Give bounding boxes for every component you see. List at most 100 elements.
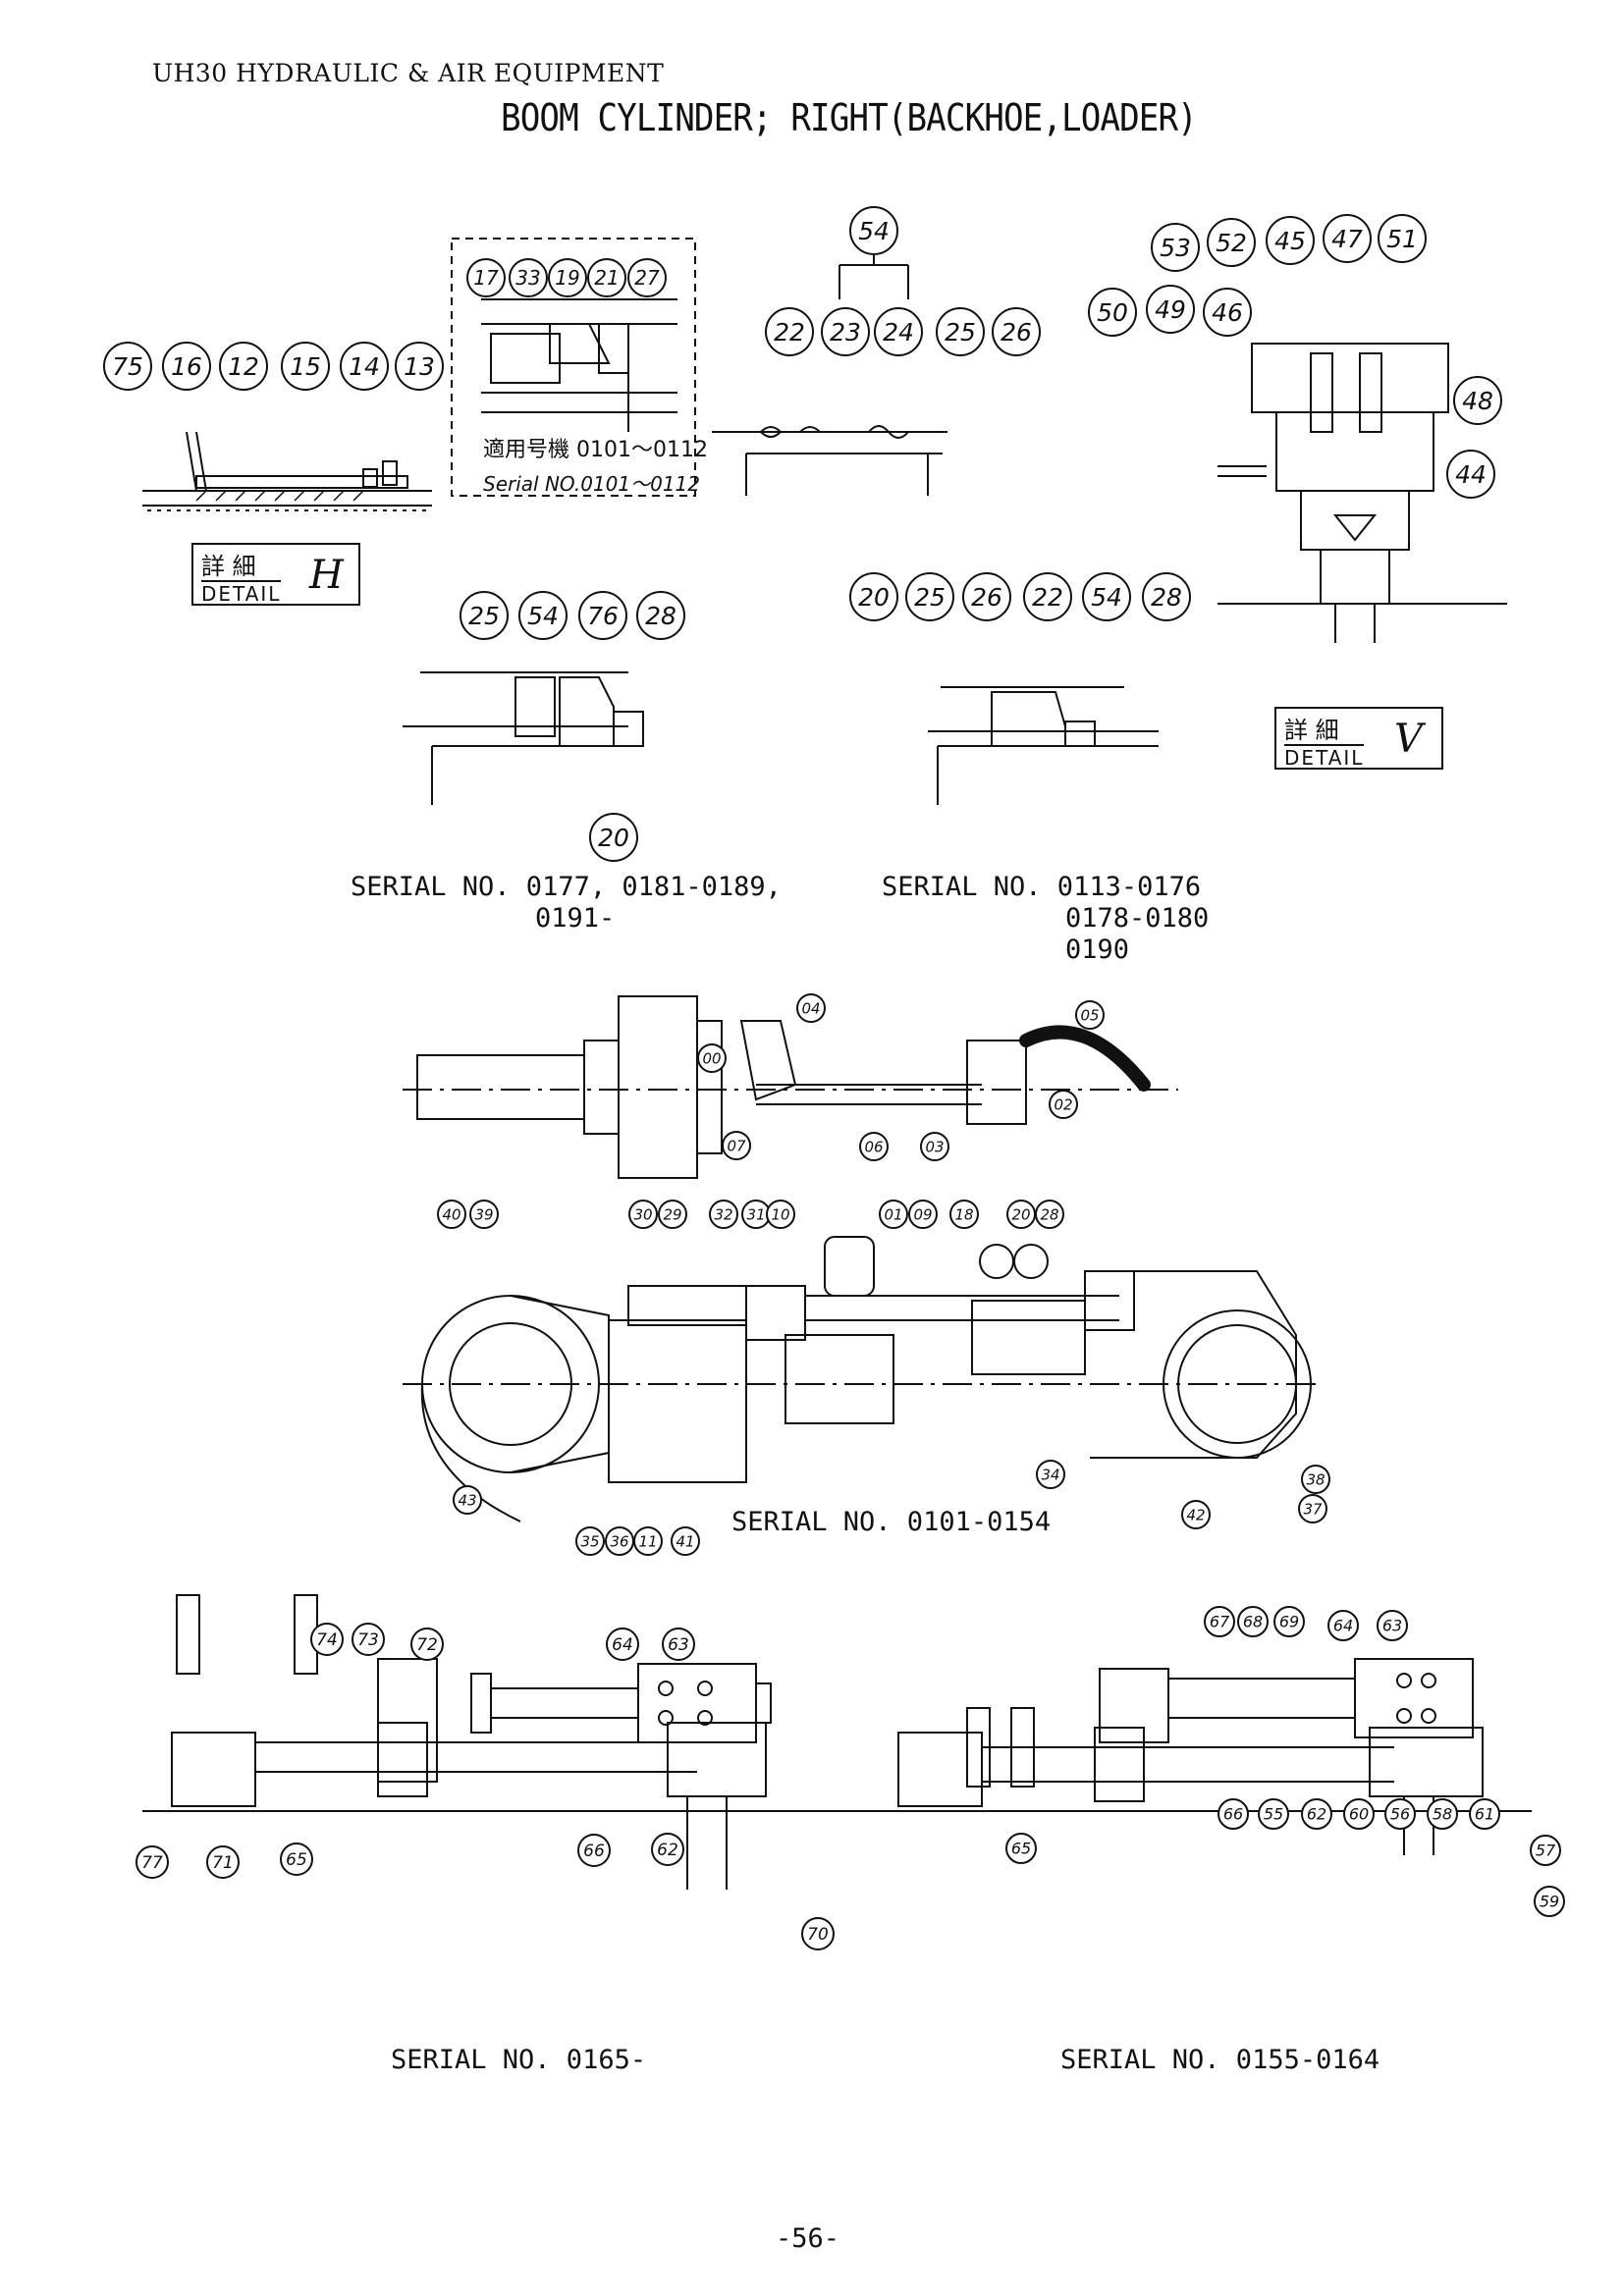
callout-bottom-left-71: 71 xyxy=(206,1845,240,1879)
callout-main-lower-32: 32 xyxy=(709,1200,738,1229)
callout-detail-v-52: 52 xyxy=(1207,218,1256,267)
serial-label-2b: 0178-0180 xyxy=(1065,903,1210,934)
callout-bottom-right-60: 60 xyxy=(1343,1798,1375,1830)
svg-text:15: 15 xyxy=(290,352,321,381)
assembly-bottom-left xyxy=(142,1594,884,1890)
svg-text:49: 49 xyxy=(1155,295,1186,324)
callout-inset-19: 19 xyxy=(548,258,587,297)
inset-frame xyxy=(451,238,696,497)
callout-main-lower-01: 01 xyxy=(879,1200,908,1229)
svg-text:20: 20 xyxy=(598,824,629,852)
svg-text:54: 54 xyxy=(1091,583,1122,612)
page-title: BOOM CYLINDER; RIGHT(BACKHOE,LOADER) xyxy=(501,96,1198,139)
svg-text:36: 36 xyxy=(610,1532,628,1550)
callout-bottom-right-66: 66 xyxy=(1217,1798,1249,1830)
detail-h-letter: H xyxy=(309,553,344,598)
svg-text:77: 77 xyxy=(141,1853,163,1873)
svg-text:29: 29 xyxy=(663,1205,681,1223)
callout-mid-right-28: 28 xyxy=(1142,572,1191,621)
svg-text:38: 38 xyxy=(1306,1470,1325,1488)
svg-text:22: 22 xyxy=(1032,583,1063,612)
svg-text:25: 25 xyxy=(945,318,976,347)
callout-main-lower-28: 28 xyxy=(1035,1200,1064,1229)
serial-label-4: SERIAL NO. 0165- xyxy=(391,2045,647,2075)
svg-text:51: 51 xyxy=(1386,225,1418,253)
callout-main-lower-36: 36 xyxy=(605,1526,634,1556)
svg-text:27: 27 xyxy=(634,266,660,290)
svg-text:26: 26 xyxy=(1001,318,1032,347)
serial-label-3: SERIAL NO. 0101-0154 xyxy=(731,1507,1052,1537)
callout-bottom-left-70: 70 xyxy=(801,1917,835,1950)
callout-main-lower-31: 31 xyxy=(741,1200,771,1229)
callout-main-upper-00: 00 xyxy=(697,1043,727,1073)
callout-bottom-right-59: 59 xyxy=(1534,1886,1565,1917)
callout-bottom-right-61: 61 xyxy=(1469,1798,1500,1830)
callout-bottom-left-63: 63 xyxy=(662,1628,695,1661)
callout-bottom-left-77: 77 xyxy=(135,1845,169,1879)
callout-main-lower-20: 20 xyxy=(1006,1200,1036,1229)
document-header: UH30 HYDRAULIC & AIR EQUIPMENT xyxy=(152,59,665,87)
svg-text:25: 25 xyxy=(914,583,946,612)
callout-mid-right-25: 25 xyxy=(905,572,954,621)
svg-text:28: 28 xyxy=(1151,583,1182,612)
svg-text:63: 63 xyxy=(1382,1617,1402,1635)
callout-main-lower-34: 34 xyxy=(1036,1460,1065,1489)
callout-mid-left-20: 20 xyxy=(589,813,638,862)
callout-detail-h-12: 12 xyxy=(219,342,268,391)
svg-text:40: 40 xyxy=(442,1205,460,1223)
svg-text:53: 53 xyxy=(1160,234,1191,262)
svg-text:54: 54 xyxy=(858,217,890,245)
svg-text:34: 34 xyxy=(1041,1466,1059,1483)
callout-main-lower-35: 35 xyxy=(575,1526,605,1556)
svg-text:19: 19 xyxy=(555,266,579,290)
svg-text:74: 74 xyxy=(316,1630,338,1650)
callout-detail-h-15: 15 xyxy=(281,342,330,391)
callout-bottom-right-62: 62 xyxy=(1301,1798,1332,1830)
svg-text:63: 63 xyxy=(668,1635,689,1655)
svg-text:01: 01 xyxy=(884,1205,902,1223)
svg-text:57: 57 xyxy=(1536,1842,1556,1860)
svg-text:43: 43 xyxy=(458,1491,476,1509)
svg-text:12: 12 xyxy=(228,352,259,381)
callout-bottom-left-72: 72 xyxy=(410,1628,444,1661)
callout-top-seal-22: 22 xyxy=(765,307,814,356)
callout-mid-left-54: 54 xyxy=(518,591,568,640)
svg-text:23: 23 xyxy=(830,318,861,347)
serial-label-5: SERIAL NO. 0155-0164 xyxy=(1060,2045,1380,2075)
svg-text:71: 71 xyxy=(212,1853,234,1873)
callout-main-upper-04: 04 xyxy=(796,993,826,1023)
svg-text:04: 04 xyxy=(801,999,820,1017)
svg-text:41: 41 xyxy=(676,1532,694,1550)
svg-text:39: 39 xyxy=(474,1205,493,1223)
callout-main-lower-09: 09 xyxy=(908,1200,938,1229)
detail-v-label: 詳 細 DETAIL V xyxy=(1274,707,1443,770)
callout-main-upper-02: 02 xyxy=(1049,1090,1078,1119)
seal-detail-drawing xyxy=(712,250,947,496)
svg-text:76: 76 xyxy=(587,602,619,630)
callout-main-lower-42: 42 xyxy=(1181,1500,1211,1529)
svg-text:00: 00 xyxy=(702,1049,721,1067)
svg-text:06: 06 xyxy=(864,1138,883,1155)
inset-serial-jp: 適用号機 0101～0112 xyxy=(483,438,708,462)
assembly-bottom-right xyxy=(874,1658,1532,1855)
svg-text:65: 65 xyxy=(1011,1840,1031,1858)
callout-main-lower-29: 29 xyxy=(658,1200,687,1229)
callout-detail-v-51: 51 xyxy=(1378,214,1427,263)
callout-main-lower-18: 18 xyxy=(949,1200,979,1229)
svg-text:60: 60 xyxy=(1349,1805,1369,1824)
svg-text:42: 42 xyxy=(1186,1506,1205,1523)
svg-text:72: 72 xyxy=(416,1635,438,1655)
callout-detail-v-45: 45 xyxy=(1266,216,1315,265)
svg-text:46: 46 xyxy=(1212,298,1243,327)
svg-text:37: 37 xyxy=(1303,1500,1323,1518)
callout-main-upper-40: 40 xyxy=(437,1200,466,1229)
callout-detail-v-49: 49 xyxy=(1146,285,1195,334)
callout-inset-21: 21 xyxy=(587,258,626,297)
callout-bottom-right-68: 68 xyxy=(1237,1606,1269,1637)
callout-main-lower-37: 37 xyxy=(1298,1494,1327,1523)
callout-main-lower-30: 30 xyxy=(628,1200,658,1229)
detail-v-jp: 詳 細 xyxy=(1284,717,1339,744)
callout-bottom-left-64: 64 xyxy=(606,1628,639,1661)
detail-v-letter: V xyxy=(1394,717,1423,762)
callout-top-seal-54: 54 xyxy=(849,206,898,255)
